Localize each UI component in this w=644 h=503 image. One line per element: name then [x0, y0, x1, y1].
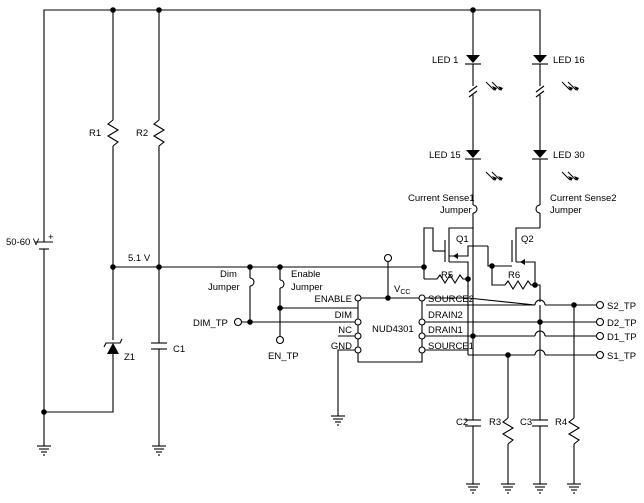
current-sense2-label-1: Current Sense2 [550, 193, 617, 204]
dim-jumper-label-2: Jumper [208, 282, 240, 293]
regulated-rail [113, 253, 427, 301]
dim-line [233, 317, 358, 327]
z1-label: Z1 [124, 352, 135, 363]
ic-name: NUD4301 [372, 324, 414, 335]
resistor-r3 [500, 417, 516, 494]
current-sense2-label-2: Jumper [550, 205, 582, 216]
pin-source2-label: SOURCE2 [428, 294, 474, 305]
mosfet-q2 [487, 227, 540, 285]
current-sense1-label-2: Jumper [440, 205, 472, 216]
supply-battery [35, 241, 53, 456]
resistor-r2 [152, 119, 166, 343]
mosfet-q1 [423, 227, 488, 298]
led-15-label: LED 15 [429, 150, 461, 161]
s1-tp-label[interactable]: S1_TP [607, 351, 636, 362]
supply-plus-sign: + [48, 232, 54, 243]
enable-jumper-label-1: Enable [291, 269, 321, 280]
rail-voltage-label: 5.1 V [128, 253, 151, 264]
source1-net [425, 298, 605, 418]
led-string-2 [532, 55, 548, 228]
resistor-r5 [424, 273, 471, 285]
dim-tp-label[interactable]: DIM_TP [193, 318, 228, 329]
r3-label: R3 [489, 417, 501, 428]
pin-enable-label: ENABLE [315, 294, 353, 305]
led-1-light-arrows [485, 81, 503, 181]
dim-jumper-label-1: Dim [220, 269, 237, 280]
drain2-net [425, 305, 605, 420]
enable-jumper-label-2: Jumper [291, 282, 323, 293]
led-2-light-arrows [561, 81, 579, 181]
c1-label: C1 [173, 344, 185, 355]
c2-label: C2 [456, 417, 468, 428]
resistor-r4 [566, 417, 582, 494]
pin-drain1-label: DRAIN1 [428, 325, 463, 336]
led-30-label: LED 30 [553, 150, 585, 161]
capacitor-c2 [465, 419, 481, 494]
r4-label: R4 [555, 417, 567, 428]
pin-source1-label: SOURCE1 [428, 341, 474, 352]
source2-net [425, 284, 605, 418]
r1-label: R1 [89, 128, 101, 139]
current-sense1-label-1: Current Sense1 [408, 193, 475, 204]
r2-label: R2 [136, 128, 148, 139]
ic-nud4301 [354, 294, 426, 363]
d1-tp-label[interactable]: D1_TP [607, 332, 637, 343]
s2-tp-label[interactable]: S2_TP [607, 301, 636, 312]
drain1-net [425, 330, 605, 341]
capacitor-c3 [532, 419, 548, 494]
dim-jumper [247, 267, 255, 325]
capacitor-c1 [151, 342, 167, 456]
pin-gnd-label: GND [331, 341, 352, 352]
pin-drain2-label: DRAIN2 [428, 310, 463, 321]
en-tp-label[interactable]: EN_TP [268, 351, 299, 362]
pin-nc-label: NC [338, 325, 352, 336]
led-16-label: LED 16 [553, 55, 585, 66]
q1-label: Q1 [456, 234, 469, 245]
r5-label: R5 [441, 270, 453, 281]
c3-label: C3 [520, 417, 532, 428]
top-rail-wires [43, 7, 541, 242]
gnd-pin-wire [330, 349, 358, 426]
pin-dim-label: DIM [335, 310, 353, 321]
led-1-label: LED 1 [432, 55, 458, 66]
r6-label: R6 [508, 270, 520, 281]
q2-label: Q2 [521, 234, 534, 245]
led-string-1 [465, 55, 481, 228]
supply-voltage-label: 50-60 V [6, 237, 40, 248]
resistor-r1 [106, 119, 120, 340]
zener-diode-z1 [44, 338, 123, 413]
ic-vcc-label: VCC [394, 284, 410, 296]
d2-tp-label[interactable]: D2_TP [607, 318, 637, 329]
